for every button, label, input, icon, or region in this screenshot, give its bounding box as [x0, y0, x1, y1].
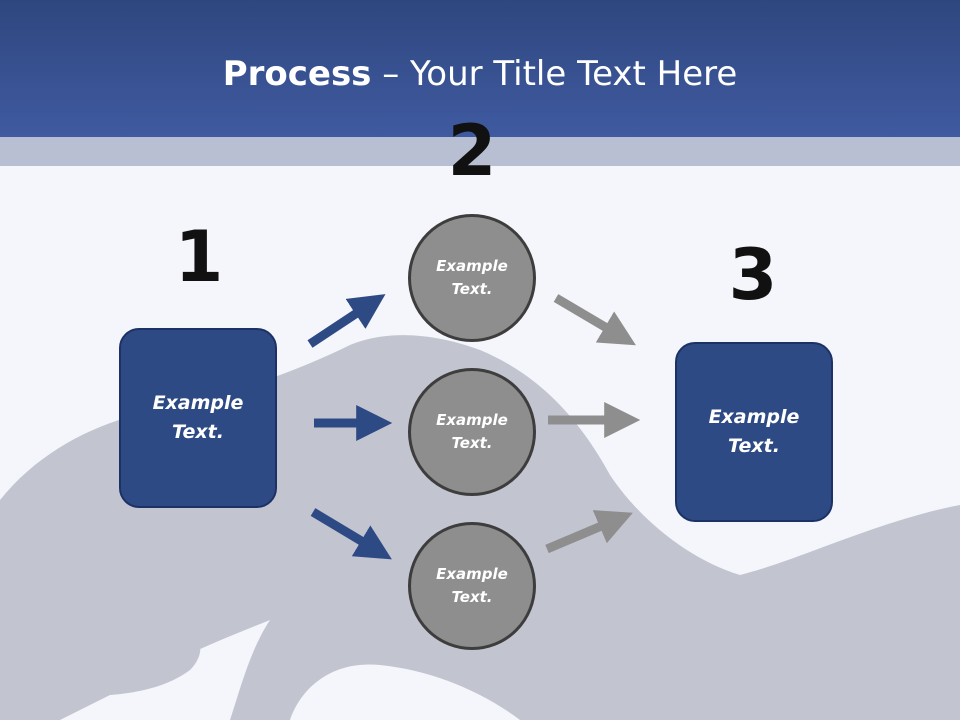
- step-2-circle-1: Example Text.: [408, 214, 536, 342]
- title-rest: – Your Title Text Here: [371, 54, 738, 94]
- step-3-box: Example Text.: [675, 342, 833, 522]
- circle-2-text: Example Text.: [436, 411, 508, 452]
- step-number-1: 1: [174, 216, 224, 298]
- title-bold: Process: [222, 54, 372, 94]
- arrow-from-circle-3: [545, 510, 633, 554]
- arrow-to-circle-1: [307, 294, 386, 348]
- header-bar: [0, 0, 960, 137]
- arrow-to-circle-3: [310, 508, 392, 560]
- step-1-box: Example Text.: [119, 328, 277, 508]
- silhouette-arm: [0, 604, 201, 696]
- step-1-text: Example Text.: [152, 392, 244, 443]
- slide-title: Process – Your Title Text Here: [0, 52, 960, 96]
- step-number-3: 3: [728, 234, 778, 316]
- circle-3-text: Example Text.: [436, 565, 508, 606]
- header-band: [0, 137, 960, 166]
- circle-1-text: Example Text.: [436, 257, 508, 298]
- arrow-from-circle-1: [553, 294, 636, 346]
- step-2-circle-3: Example Text.: [408, 522, 536, 650]
- step-3-text: Example Text.: [708, 406, 800, 457]
- step-number-2: 2: [447, 110, 497, 192]
- step-2-circle-2: Example Text.: [408, 368, 536, 496]
